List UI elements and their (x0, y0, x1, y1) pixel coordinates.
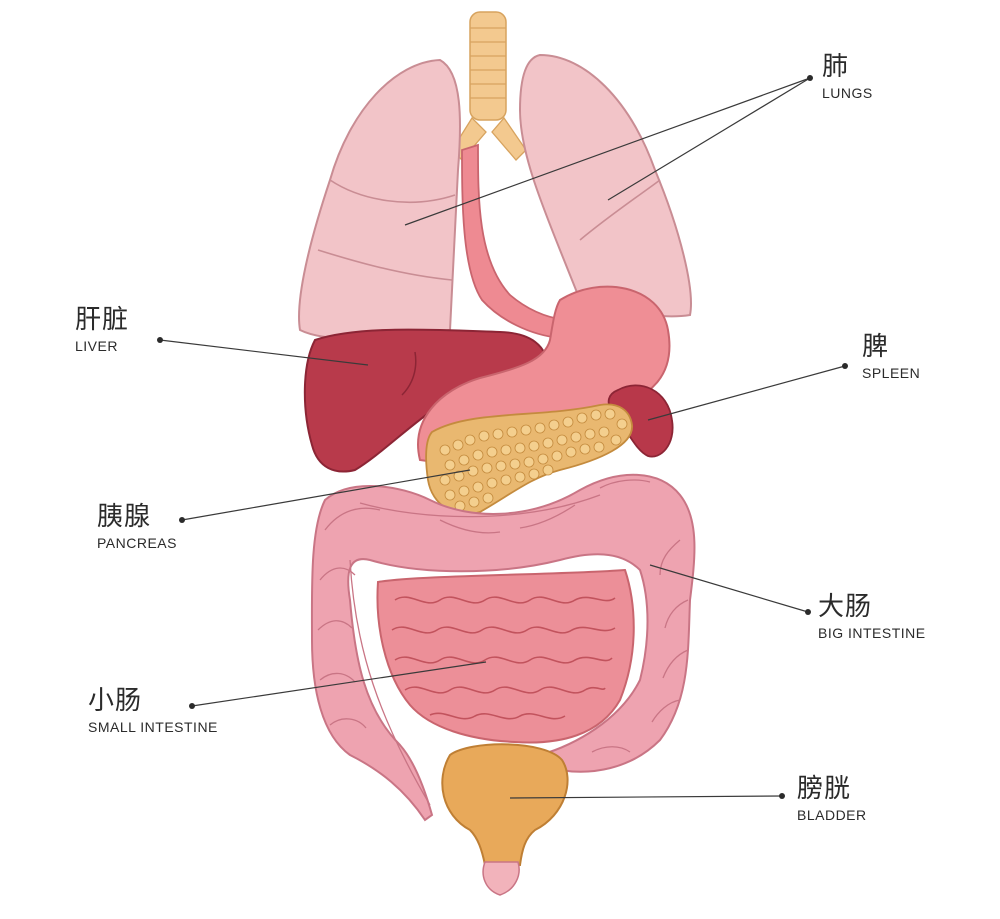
label-small-intestine-zh: 小肠 (88, 686, 143, 716)
label-bladder: 膀胱 BLADDER (797, 774, 867, 824)
label-liver: 肝脏 LIVER (75, 305, 129, 355)
trachea (451, 11, 527, 161)
label-pancreas-zh: 胰腺 (97, 502, 152, 532)
pancreas (425, 403, 633, 515)
label-lungs: 肺 LUNGS (822, 52, 873, 102)
big-intestine (310, 473, 696, 822)
label-spleen-en: SPLEEN (862, 365, 921, 381)
label-liver-en: LIVER (75, 338, 118, 354)
small-intestine (376, 568, 635, 744)
label-bladder-en: BLADDER (797, 807, 867, 823)
lungs (298, 53, 692, 340)
label-bladder-zh: 膀胱 (797, 774, 852, 804)
label-big-intestine-zh: 大肠 (818, 592, 873, 622)
label-big-intestine-en: BIG INTESTINE (818, 625, 926, 641)
label-spleen: 脾 SPLEEN (862, 332, 920, 382)
label-spleen-zh: 脾 (862, 332, 890, 362)
label-small-intestine: 小肠 SMALL INTESTINE (88, 686, 218, 736)
label-big-intestine: 大肠 BIG INTESTINE (818, 592, 926, 642)
label-small-intestine-en: SMALL INTESTINE (88, 719, 218, 735)
label-lungs-zh: 肺 (822, 52, 850, 82)
bladder (441, 743, 569, 896)
label-pancreas: 胰腺 PANCREAS (97, 502, 177, 552)
left-lung (518, 53, 692, 318)
label-pancreas-en: PANCREAS (97, 535, 177, 551)
leader-lines (157, 75, 848, 799)
label-lungs-en: LUNGS (822, 85, 873, 101)
label-liver-zh: 肝脏 (75, 305, 130, 335)
